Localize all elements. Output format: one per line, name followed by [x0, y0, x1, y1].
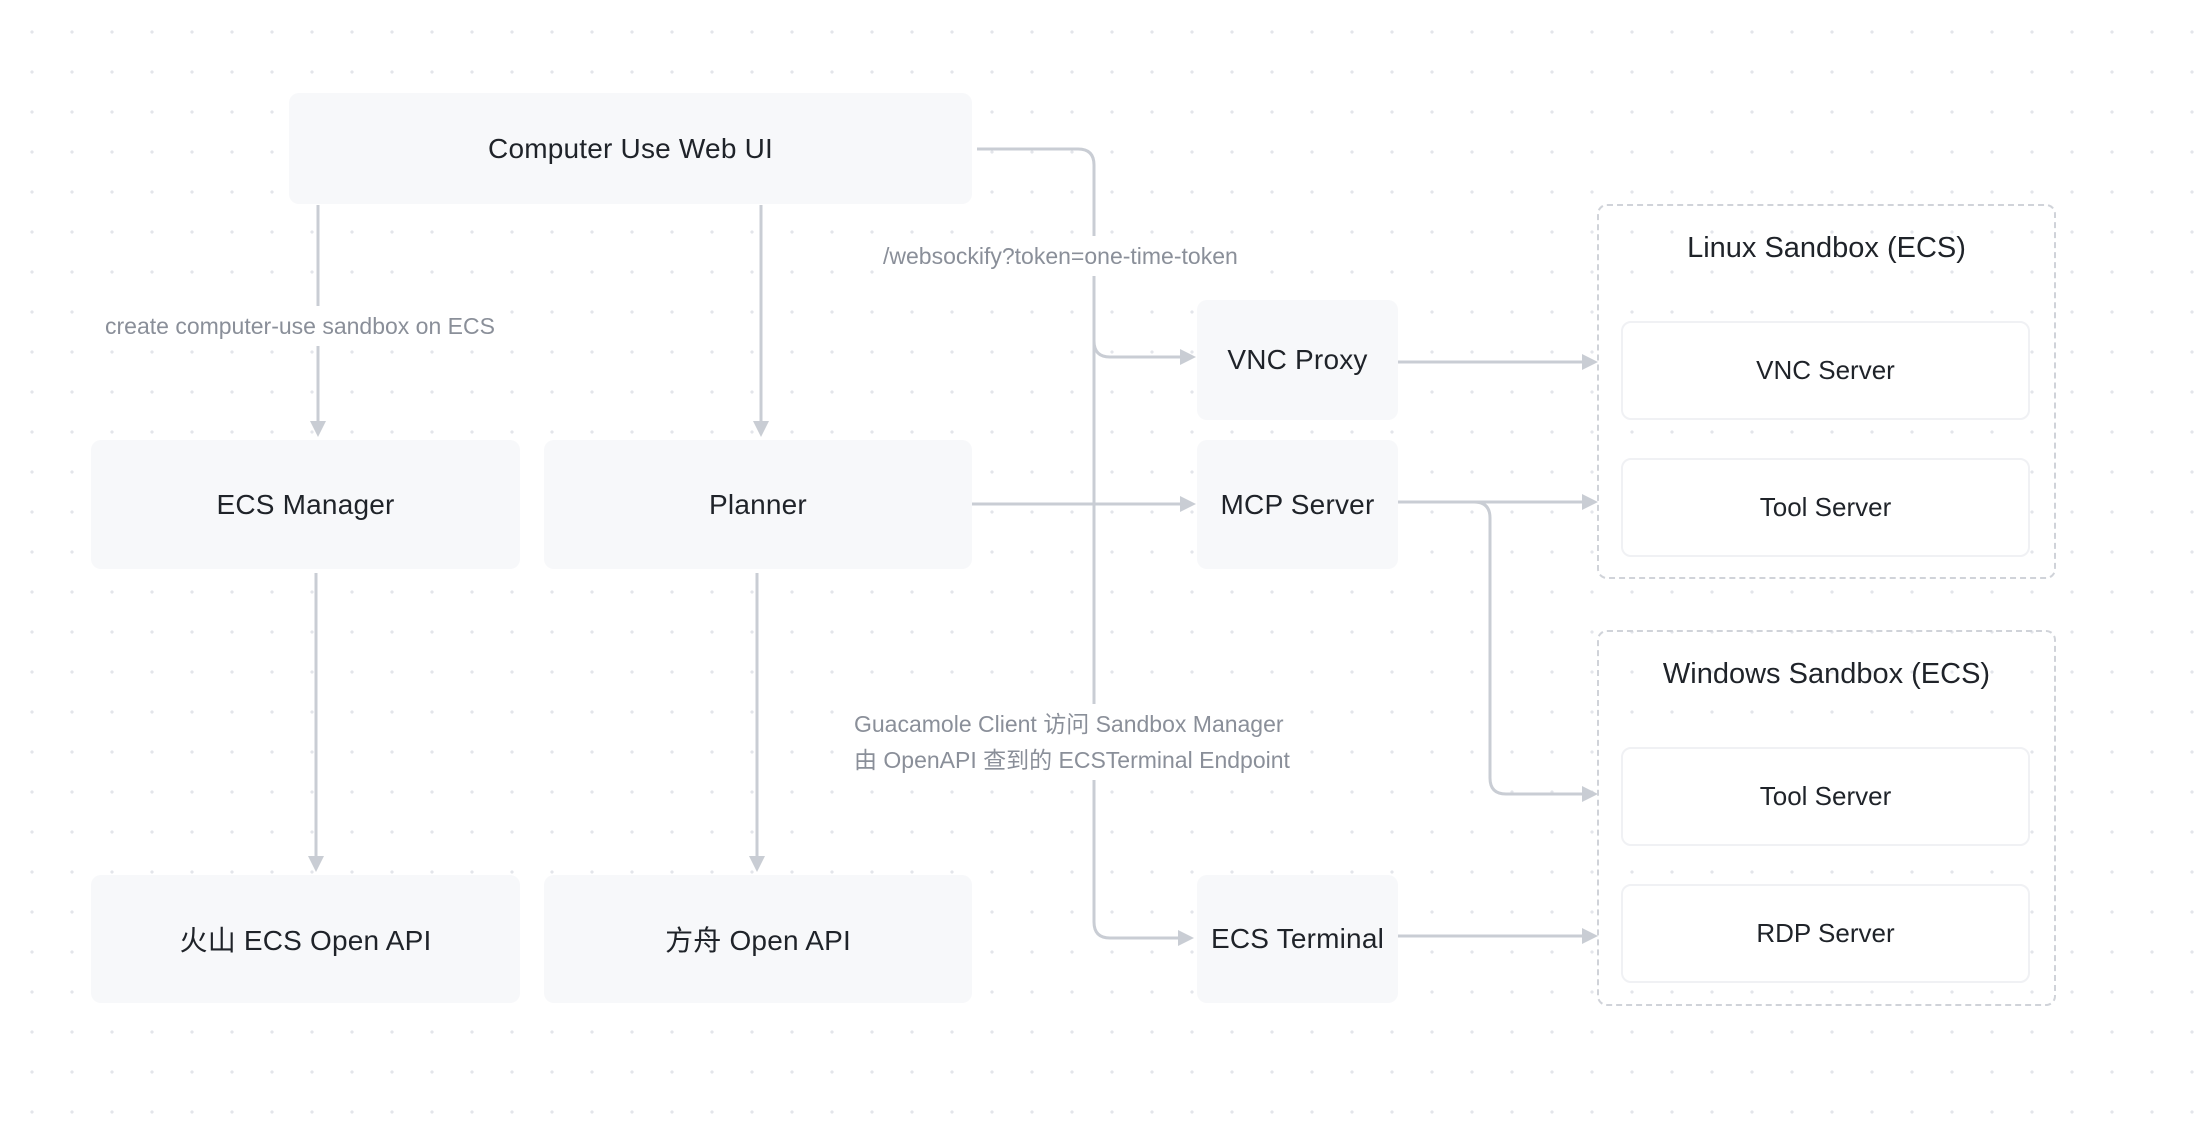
- rdp-server-node: RDP Server: [1621, 884, 2030, 983]
- arrow-fangzhou-api: [749, 856, 765, 872]
- mcp-server-node: MCP Server: [1197, 440, 1398, 569]
- create-sandbox-edge-label: create computer-use sandbox on ECS: [99, 306, 501, 346]
- arrow-planner: [753, 421, 769, 437]
- edge-webui-to-ecs-terminal: [1092, 340, 1180, 940]
- arrow-ecs-terminal: [1178, 930, 1194, 946]
- volc-ecs-open-api-node: 火山 ECS Open API: [91, 875, 520, 1003]
- vnc-proxy-node: VNC Proxy: [1197, 300, 1398, 420]
- arrow-rdp-server: [1582, 928, 1598, 944]
- vnc-server-node: VNC Server: [1621, 321, 2030, 420]
- linux-sandbox-group: Linux Sandbox (ECS) VNC Server Tool Serv…: [1597, 204, 2056, 579]
- windows-sandbox-group: Windows Sandbox (ECS) Tool Server RDP Se…: [1597, 630, 2056, 1006]
- arrow-volc-api: [308, 856, 324, 872]
- linux-sandbox-title: Linux Sandbox (ECS): [1687, 232, 1966, 264]
- linux-tool-server-node: Tool Server: [1621, 458, 2030, 557]
- edge-mcp-to-windows-tool-server: [1473, 500, 1585, 796]
- arrow-linux-tool-server: [1582, 494, 1598, 510]
- guacamole-edge-label: Guacamole Client 访问 Sandbox Manager 由 Op…: [848, 704, 1296, 780]
- guacamole-edge-label-line2: 由 OpenAPI 查到的 ECSTerminal Endpoint: [854, 747, 1290, 773]
- windows-sandbox-title: Windows Sandbox (ECS): [1662, 658, 1991, 690]
- computer-use-web-ui-node: Computer Use Web UI: [289, 93, 972, 204]
- fangzhou-open-api-node: 方舟 Open API: [544, 875, 972, 1003]
- arrow-mcp-server: [1180, 496, 1196, 512]
- websockify-edge-label: /websockify?token=one-time-token: [877, 236, 1244, 276]
- arrow-windows-tool-server: [1582, 786, 1598, 802]
- ecs-terminal-node: ECS Terminal: [1197, 875, 1398, 1003]
- planner-node: Planner: [544, 440, 972, 569]
- windows-tool-server-node: Tool Server: [1621, 747, 2030, 846]
- arrow-vnc-proxy: [1180, 349, 1196, 365]
- guacamole-edge-label-line1: Guacamole Client 访问 Sandbox Manager: [854, 711, 1284, 737]
- arrow-vnc-server: [1582, 354, 1598, 370]
- arrow-ecs-manager: [310, 421, 326, 437]
- ecs-manager-node: ECS Manager: [91, 440, 520, 569]
